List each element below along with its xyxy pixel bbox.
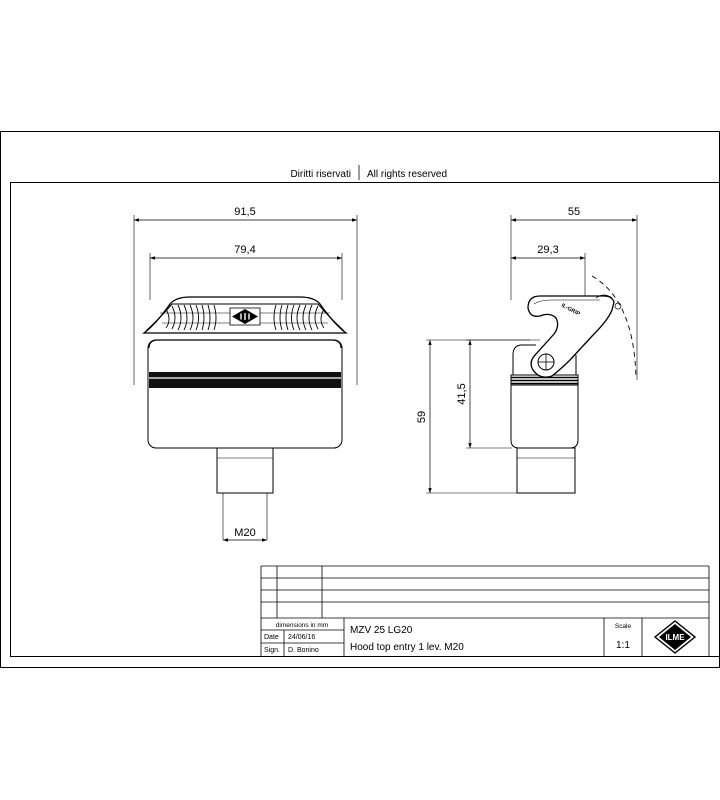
sheet-outer-border [0,131,720,668]
side-view [426,215,638,494]
date-value: 24/06/16 [288,634,315,641]
locking-lever-front [142,296,348,334]
hood-band [149,372,341,388]
sign-value: D. Bonino [288,647,319,654]
dim-overall-height: 59 [416,411,428,423]
date-label: Date [264,634,279,641]
side-dimensions [428,218,637,493]
scale-value: 1:1 [616,640,630,651]
dim-body-height: 41,5 [456,383,468,404]
lever-swing-arc [591,275,637,379]
rights-reserved-en: All rights reserved [367,169,447,180]
dim-lever-offset: 29,3 [537,244,558,256]
dim-inner-width: 79,4 [234,244,255,256]
rights-reserved-it: Diritti riservati [290,169,351,180]
part-description: Hood top entry 1 lev. M20 [350,642,464,653]
cable-gland-body [216,447,274,494]
locking-lever-side [527,294,622,378]
title-block [260,565,710,656]
front-dimensions [134,218,357,542]
units-note: dimensions in mm [276,622,328,629]
hood-body-side [510,384,579,449]
front-view [133,215,358,540]
logo-text: ILME [665,633,685,642]
hood-body [147,339,343,449]
dim-cable-entry: M20 [234,527,255,539]
sign-label: Sign. [264,647,280,654]
ilme-logo: ILME [653,620,697,654]
scale-label: Scale [615,623,632,630]
dim-overall-width: 91,5 [234,206,255,218]
part-code: MZV 25 LG20 [350,625,413,636]
dim-overall-depth: 55 [568,206,580,218]
cable-gland-side [516,447,576,494]
drawing-frame [10,182,720,657]
